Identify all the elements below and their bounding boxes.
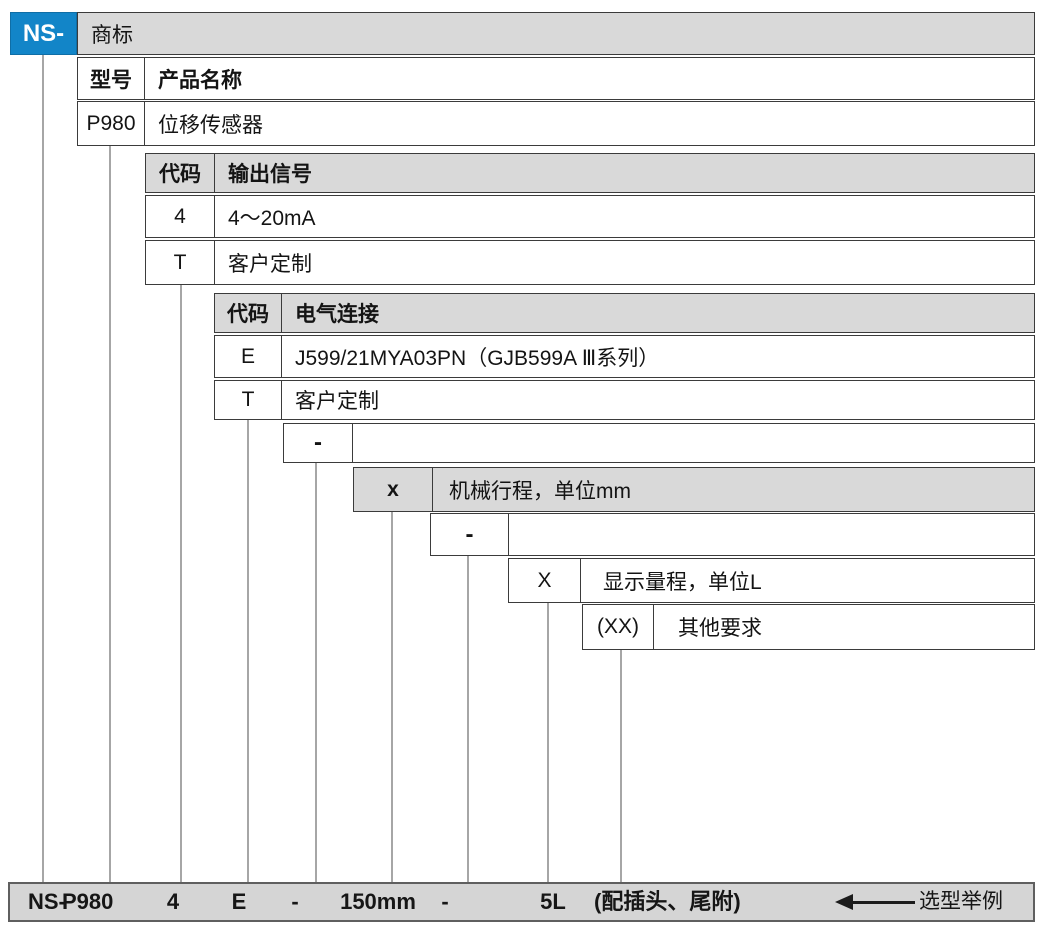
- signal-table-header-name: 输出信号: [214, 153, 1035, 193]
- example-brand-prefix: NS-: [28, 889, 66, 914]
- signal-table-row-code: 4: [145, 195, 215, 238]
- connector-line-stroke: [391, 512, 393, 882]
- connector-line-brand: [42, 55, 44, 882]
- arrow-left-icon: [835, 884, 915, 920]
- connector-line-connection: [247, 420, 249, 882]
- connection-table-header-name: 电气连接: [281, 293, 1035, 333]
- dash-separator-empty-cell: [352, 423, 1035, 463]
- connector-line-signal: [180, 285, 182, 882]
- brand-prefix-box: NS-: [10, 12, 77, 55]
- brand-label-cell: 商标: [77, 12, 1035, 55]
- example-other-note: (配插头、尾附): [594, 889, 741, 914]
- example-stroke-value: 150mm: [340, 889, 416, 914]
- model-table-header-name: 产品名称: [144, 57, 1035, 100]
- connector-line-other: [620, 650, 622, 882]
- signal-table-header-code: 代码: [145, 153, 215, 193]
- connector-line-dash1: [315, 463, 317, 882]
- example-dash: -: [441, 889, 449, 914]
- signal-table-row-name: 4～20mA: [214, 195, 1035, 238]
- example-dash: -: [291, 889, 299, 914]
- dash-separator-cell: -: [430, 513, 509, 556]
- dash-separator-cell: -: [283, 423, 353, 463]
- example-model: P980: [62, 889, 114, 914]
- connection-table-header-code: 代码: [214, 293, 282, 333]
- range-label-cell: 显示量程，单位L: [580, 558, 1035, 603]
- stroke-label-cell: 机械行程，单位mm: [432, 467, 1035, 512]
- connector-line-model: [109, 146, 111, 882]
- connector-line-dash2: [467, 556, 469, 882]
- signal-table-row-name: 客户定制: [214, 240, 1035, 285]
- model-table-header-code: 型号: [77, 57, 145, 100]
- connection-table-row-name: J599/21MYA03PN（GJB599A Ⅲ系列）: [281, 335, 1035, 378]
- model-table-row-code: P980: [77, 101, 145, 146]
- range-code-cell: X: [508, 558, 581, 603]
- example-connection-code: E: [231, 889, 247, 914]
- other-code-cell: (XX): [582, 604, 654, 650]
- other-label-cell: 其他要求: [653, 604, 1035, 650]
- connection-table-row-code: E: [214, 335, 282, 378]
- example-signal-code: 4: [166, 889, 180, 914]
- dash-separator-empty-cell: [508, 513, 1035, 556]
- example-caption: 选型举例: [919, 890, 1003, 913]
- example-range-value: 5L: [540, 889, 566, 914]
- signal-table-row-code: T: [145, 240, 215, 285]
- connection-table-row-code: T: [214, 380, 282, 420]
- connector-line-range: [547, 603, 549, 882]
- example-bar: NS- P980 4 E - 150mm - 5L (配插头、尾附) 选型举例: [8, 882, 1035, 922]
- connection-table-row-name: 客户定制: [281, 380, 1035, 420]
- stroke-code-cell: x: [353, 467, 433, 512]
- model-table-row-name: 位移传感器: [144, 101, 1035, 146]
